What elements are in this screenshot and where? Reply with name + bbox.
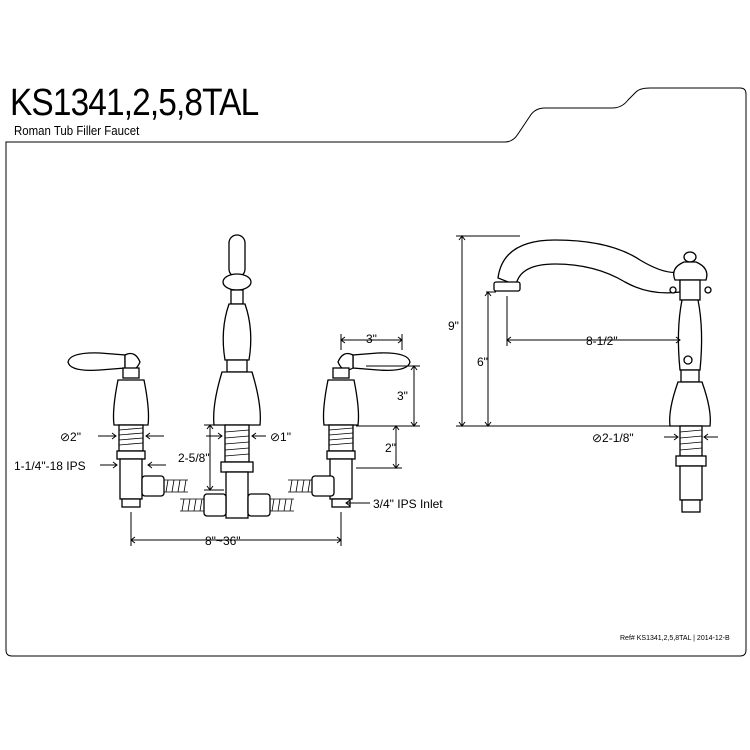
handle-height-dimension bbox=[358, 365, 420, 427]
handle-shank-dimension bbox=[356, 425, 402, 469]
spout-diameter-label: ⊘1" bbox=[270, 430, 291, 444]
front-view: ⊘2" 1-1/4"-18 IPS 2-5/8" ⊘1" 3" 3" 2" 3/… bbox=[14, 234, 443, 548]
center-range-dimension bbox=[130, 512, 342, 546]
sheet-frame bbox=[5, 87, 747, 657]
handle-spacing-label: 3" bbox=[366, 332, 377, 346]
handle-height-label: 3" bbox=[397, 389, 408, 403]
side-view: 9" 6" 8-1/2" ⊘2-1/8" bbox=[448, 235, 718, 513]
inlet-thread-dimension bbox=[100, 461, 166, 469]
spout-diameter-dimension bbox=[206, 432, 266, 440]
total-height-label: 9" bbox=[448, 319, 459, 333]
spout-height-dimension bbox=[484, 291, 496, 427]
reach-dimension bbox=[506, 296, 681, 346]
base-diameter-label: ⊘2-1/8" bbox=[592, 431, 634, 445]
inlet-thread-label: 1-1/4"-18 IPS bbox=[14, 459, 86, 473]
reference-note: Ref# KS1341,2,5,8TAL | 2014-12-B bbox=[620, 635, 730, 642]
side-spout-tip bbox=[493, 281, 521, 292]
inlet-leader bbox=[345, 499, 370, 507]
handle-diameter-label: ⊘2" bbox=[60, 430, 81, 444]
model-title: KS1341,2,5,8TAL bbox=[10, 82, 259, 124]
center-spout bbox=[213, 234, 261, 519]
side-spout-arm bbox=[497, 239, 681, 294]
total-height-dimension bbox=[456, 235, 670, 427]
spout-height-label: 6" bbox=[477, 355, 488, 369]
left-handle bbox=[67, 352, 150, 508]
right-handle bbox=[322, 352, 411, 508]
handle-diameter-dimension bbox=[98, 432, 164, 440]
product-description: Roman Tub Filler Faucet bbox=[14, 123, 140, 138]
side-body bbox=[669, 251, 712, 513]
spout-shank-label: 2-5/8" bbox=[178, 451, 210, 465]
spout-shank-dimension bbox=[204, 424, 224, 491]
base-diameter-dimension bbox=[664, 433, 718, 441]
reach-label: 8-1/2" bbox=[586, 334, 618, 348]
supply-hoses bbox=[141, 475, 335, 517]
handle-spacing-dimension bbox=[340, 334, 403, 350]
center-range-label: 8"~36" bbox=[205, 534, 241, 548]
inlet-label: 3/4" IPS Inlet bbox=[373, 497, 443, 511]
handle-shank-label: 2" bbox=[385, 441, 396, 455]
